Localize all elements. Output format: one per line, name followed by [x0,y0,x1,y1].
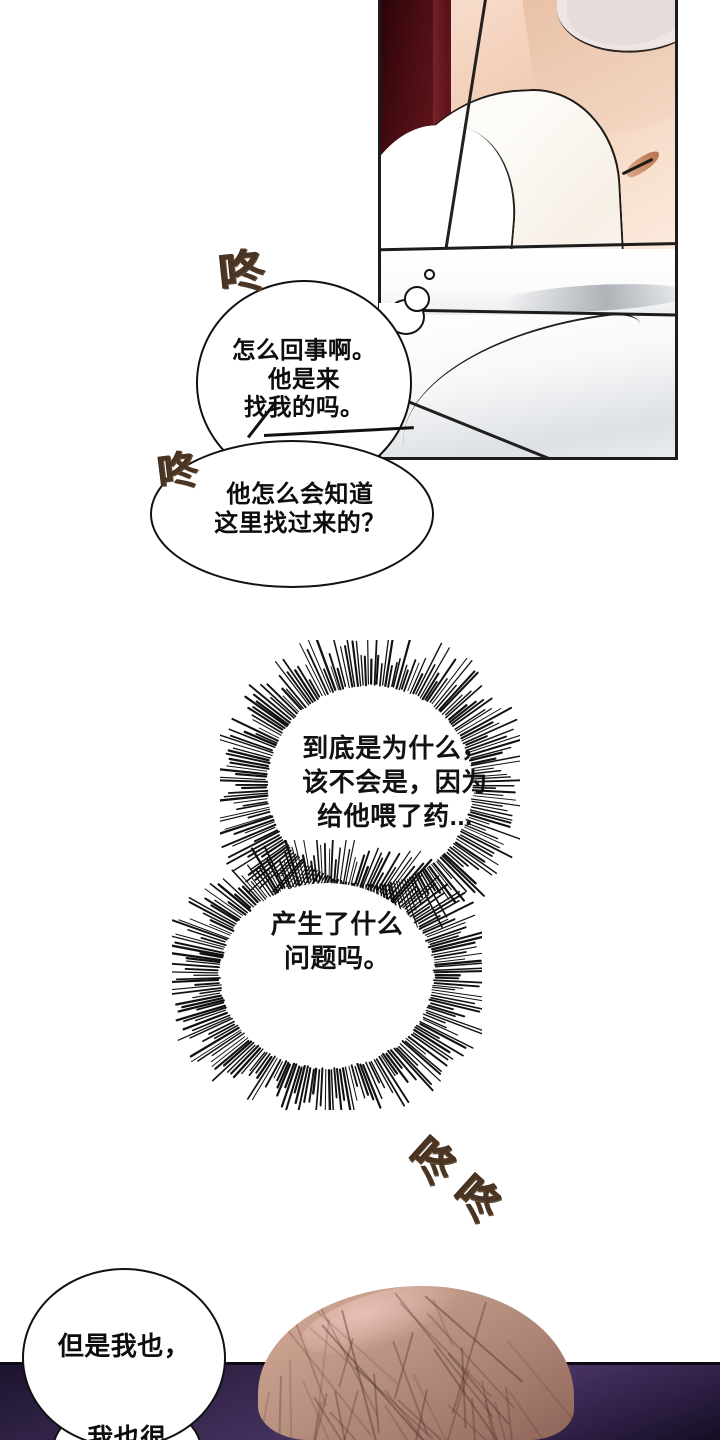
hair-strand [452,1302,487,1413]
speech-bubble-3-continuation-text: 我也很 [52,1418,202,1440]
character-hair [258,1286,574,1440]
sound-effect-thump-4: 咚 [446,1169,508,1231]
hair-strand [276,1376,282,1440]
hair-strand [507,1340,574,1440]
hair-strand [427,1313,516,1409]
comic-panel-top [378,0,678,460]
speech-bubble-3-join-mask [74,1392,180,1418]
panel-top-lower-edge [390,310,653,460]
thought-trail-circle-small [424,269,435,280]
thought-trail-circle-large [404,286,430,312]
speech-bubble-1-text: 怎么回事啊。 他是来 找我的吗。 [232,336,376,422]
panel-top-lower-strip-b [381,315,678,460]
hair-strand [289,1360,293,1440]
sound-effect-thump-1: 咚 [217,247,268,298]
speech-bubble-3-text: 但是我也， [58,1331,191,1363]
sound-effect-thump-3: 咚 [401,1131,463,1193]
burst-text-upper: 到底是为什么， 该不会是，因为 给他喂了药... [270,732,520,833]
hair-strand [373,1373,380,1432]
sound-effect-thump-2: 咚 [156,450,201,495]
speech-bubble-2-text: 他怎么会知道 这里找过来的？ [214,480,386,539]
burst-thought-bubble: 到底是为什么， 该不会是，因为 给他喂了药... 产生了什么 问题吗。 [150,640,570,1110]
burst-text-lower: 产生了什么 问题吗。 [212,908,462,976]
